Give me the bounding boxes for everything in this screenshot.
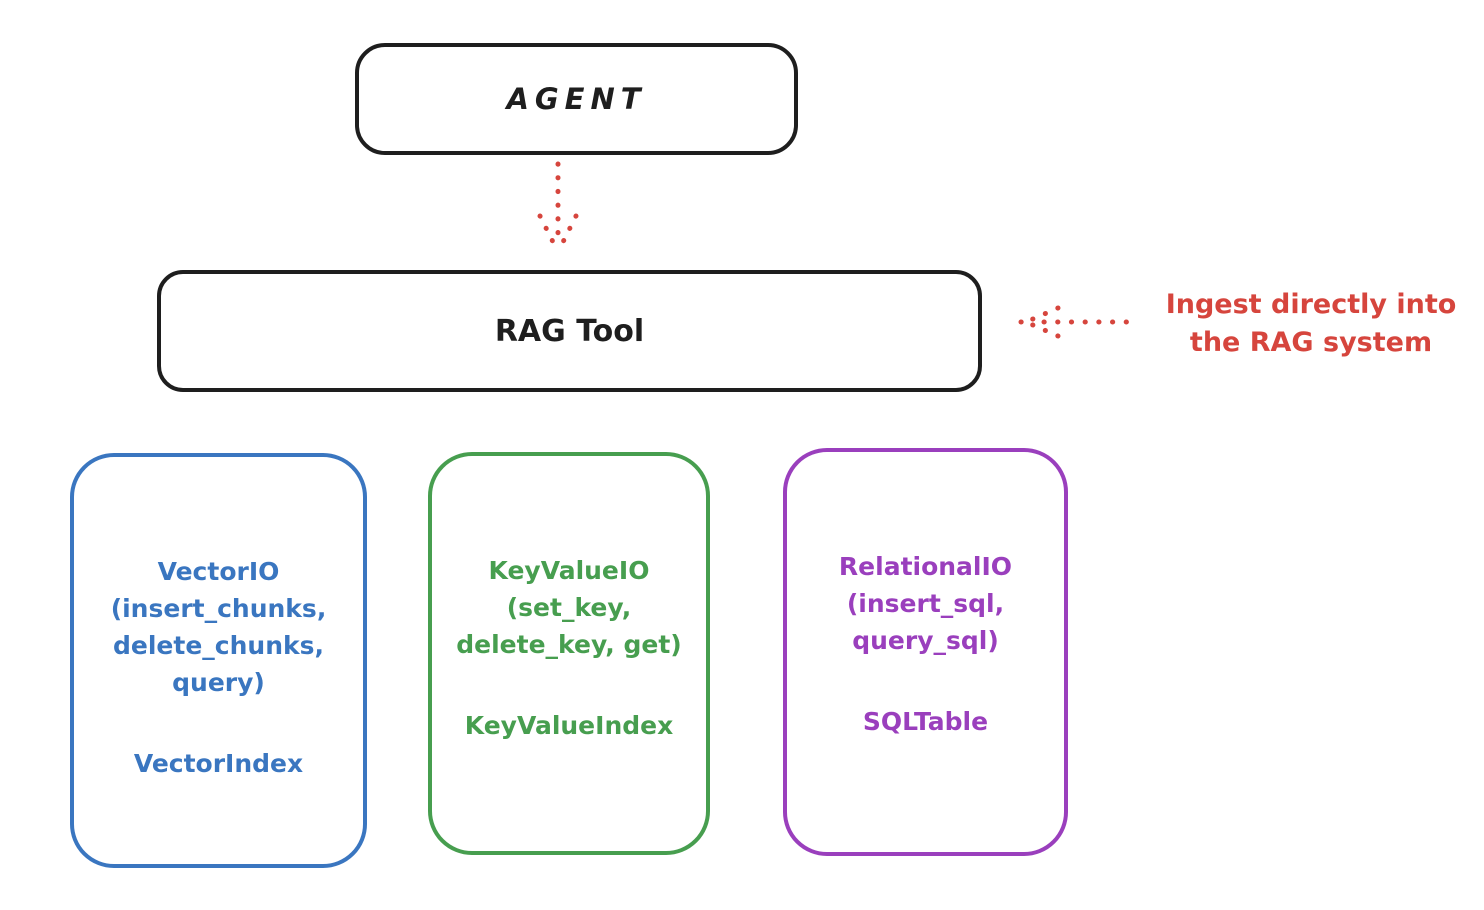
store-line: RelationalIO [838,552,1013,581]
agent-node: AGENT [355,43,798,155]
ingest-annotation-line2: the RAG system [1189,327,1433,358]
agent-label: AGENT [506,82,647,116]
store-line: delete_chunks, [113,631,324,660]
agent-to-ragtool-arrow-icon [537,161,579,255]
vector-io-node: VectorIO (insert_chunks, delete_chunks, … [70,453,367,868]
store-line: (set_key, [506,593,632,622]
vector-io-text: VectorIO (insert_chunks, delete_chunks, … [74,457,363,782]
rag-tool-label: RAG Tool [494,313,645,349]
relational-io-text: RelationalIO (insert_sql, query_sql) SQL… [787,452,1064,740]
store-line: delete_key, get) [456,630,682,659]
rag-tool-node: RAG Tool [157,270,982,392]
sql-table-label: SQLTable [862,707,989,736]
ingest-annotation: Ingest directly into the RAG system [1138,286,1484,362]
store-line: VectorIO [157,557,280,586]
ingest-annotation-line1: Ingest directly into [1165,289,1457,320]
key-value-io-node: KeyValueIO (set_key, delete_key, get) Ke… [428,452,710,855]
ingest-arrow-icon [1018,305,1137,339]
key-value-io-text: KeyValueIO (set_key, delete_key, get) Ke… [432,456,706,744]
vector-index-label: VectorIndex [133,749,304,778]
store-line: query) [172,668,265,697]
store-line: (insert_chunks, [110,594,327,623]
store-line: query_sql) [852,626,999,655]
relational-io-node: RelationalIO (insert_sql, query_sql) SQL… [783,448,1068,856]
store-line: KeyValueIO [488,556,650,585]
store-line: (insert_sql, [846,589,1005,618]
key-value-index-label: KeyValueIndex [464,711,674,740]
